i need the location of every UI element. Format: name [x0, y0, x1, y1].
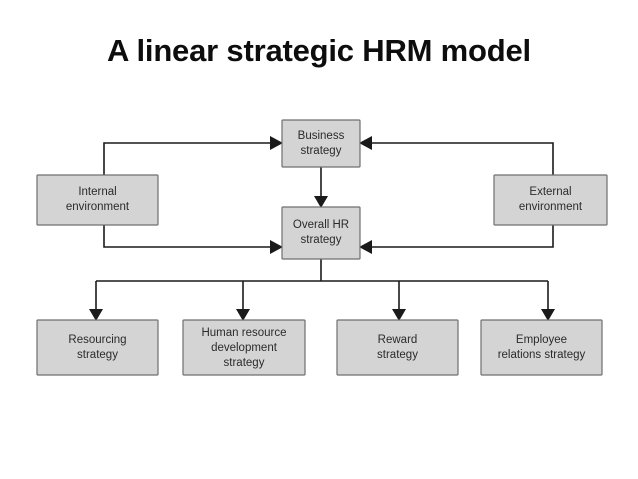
node-box — [281, 119, 361, 168]
connector-external-to-overall-hr — [359, 225, 554, 254]
node-box — [493, 174, 608, 226]
node-human-resource-development-strategy[interactable]: Human resource development strategy — [182, 319, 306, 376]
node-label-line: strategy — [77, 349, 118, 361]
connector-internal-to-business — [103, 136, 283, 175]
arrow-head-icon — [392, 309, 406, 321]
arrow-head-icon — [359, 136, 372, 150]
node-box — [480, 319, 603, 376]
node-box — [182, 319, 306, 376]
node-box — [336, 319, 459, 376]
node-label-line: Reward — [378, 334, 418, 346]
connector-overall-hr-to-resourcing — [89, 281, 103, 321]
arrow-head-icon — [270, 136, 283, 150]
node-label-line: relations strategy — [498, 349, 586, 361]
node-label-line: External — [529, 186, 571, 198]
node-box — [281, 206, 361, 260]
connector-overall-hr-to-employee-relations — [541, 281, 555, 321]
connector-business-to-overall-hr — [314, 167, 328, 208]
connector-overall-hr-to-hrd — [236, 281, 250, 321]
node-external-environment[interactable]: External environment — [493, 174, 608, 226]
node-business-strategy[interactable]: Business strategy — [281, 119, 361, 168]
node-label-line: strategy — [377, 349, 418, 361]
node-reward-strategy[interactable]: Reward strategy — [336, 319, 459, 376]
node-box — [36, 174, 159, 226]
connector-overall-hr-to-reward — [392, 281, 406, 321]
node-overall-hr-strategy[interactable]: Overall HR strategy — [281, 206, 361, 260]
connector-overall-hr-to-substrategies — [89, 259, 555, 321]
node-label-line: environment — [66, 201, 130, 213]
node-label-line: Human resource — [201, 327, 286, 339]
node-box — [36, 319, 159, 376]
node-label-line: Employee — [516, 334, 567, 346]
arrow-head-icon — [89, 309, 103, 321]
node-label-line: environment — [519, 201, 583, 213]
hrm-model-diagram: Business strategy Internal environment E… — [36, 119, 608, 376]
node-internal-environment[interactable]: Internal environment — [36, 174, 159, 226]
node-label-line: strategy — [301, 145, 342, 157]
node-label-line: Business — [298, 130, 345, 142]
arrow-head-icon — [359, 240, 372, 254]
node-label-line: strategy — [224, 357, 265, 369]
node-label-line: Resourcing — [68, 334, 126, 346]
arrow-head-icon — [541, 309, 555, 321]
arrow-head-icon — [270, 240, 283, 254]
node-label-line: Internal — [78, 186, 116, 198]
connector-external-to-business — [359, 136, 554, 175]
node-label-line: Overall HR — [293, 219, 349, 231]
page-title: A linear strategic HRM model — [107, 33, 531, 68]
arrow-head-icon — [314, 196, 328, 208]
connector-internal-to-overall-hr — [103, 225, 283, 254]
connector-layer — [89, 136, 555, 321]
node-resourcing-strategy[interactable]: Resourcing strategy — [36, 319, 159, 376]
arrow-head-icon — [236, 309, 250, 321]
node-label-line: development — [211, 342, 278, 354]
node-label-line: strategy — [301, 234, 342, 246]
node-employee-relations-strategy[interactable]: Employee relations strategy — [480, 319, 603, 376]
